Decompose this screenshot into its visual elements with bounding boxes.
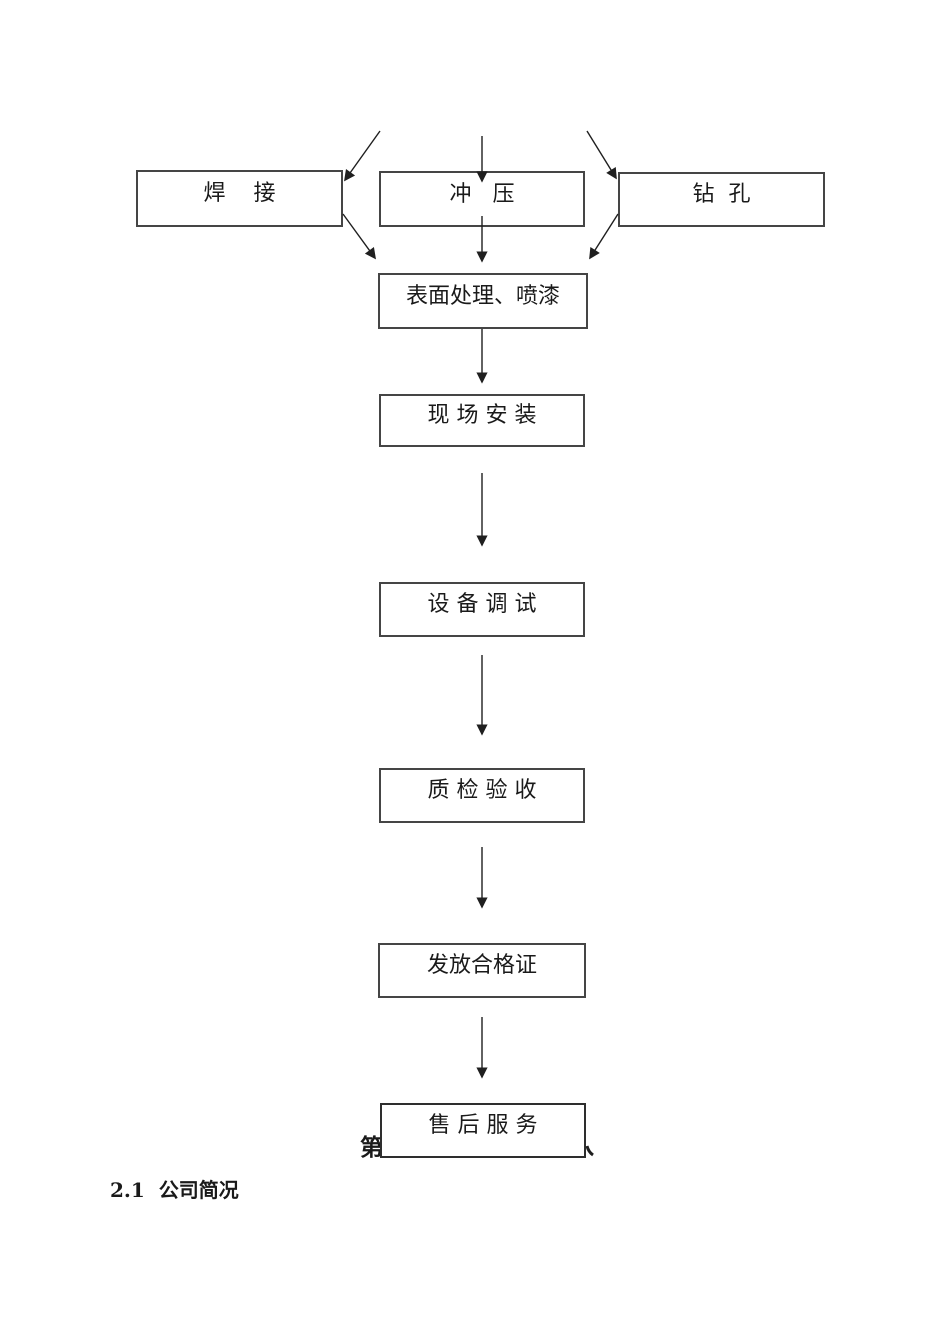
- flow-box-certificate-issuance: 发放合格证: [378, 943, 586, 998]
- flow-box-site-installation: 现 场 安 装: [379, 394, 585, 447]
- flow-box-after-sales-service: 售 后 服 务: [380, 1103, 586, 1158]
- arrow-drilling-to-surface: [589, 213, 619, 260]
- flow-box-quality-inspection: 质 检 验 收: [379, 768, 585, 823]
- hidden-heading-stroke-fragment: [585, 1145, 594, 1157]
- flow-box-drilling: 钻 孔: [618, 172, 825, 227]
- chapter-heading-fragment: 第: [360, 1134, 383, 1161]
- arrow-top-to-drilling: [586, 130, 617, 180]
- section-heading: 2.1 公司简况: [110, 1178, 239, 1202]
- flow-box-equipment-debugging: 设 备 调 试: [379, 582, 585, 637]
- arrow-top-to-welding: [344, 130, 381, 182]
- flow-box-stamping: 冲 压: [379, 171, 585, 227]
- flow-box-surface-painting: 表面处理、喷漆: [378, 273, 588, 329]
- flow-box-welding: 焊 接: [136, 170, 343, 227]
- arrow-welding-to-surface: [342, 213, 376, 260]
